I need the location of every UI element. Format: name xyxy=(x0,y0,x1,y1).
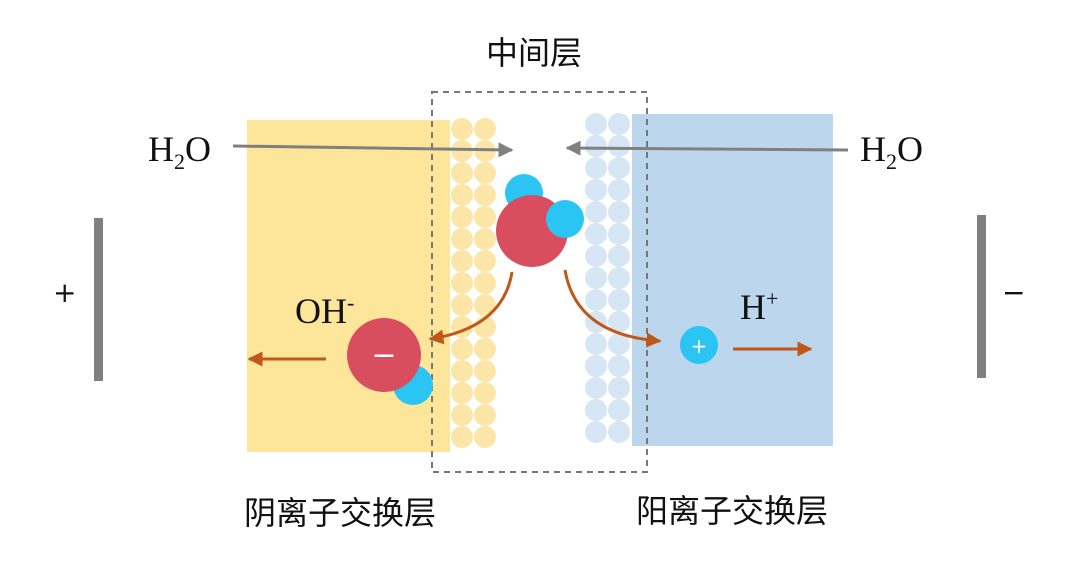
membrane-bead xyxy=(608,377,630,399)
anion-bead-columns xyxy=(451,118,496,448)
membrane-bead xyxy=(585,267,607,289)
membrane-bead xyxy=(608,355,630,377)
proton-charge: + xyxy=(691,334,708,358)
membrane-bead xyxy=(608,333,630,355)
membrane-bead xyxy=(474,382,496,404)
hydroxide-oxygen xyxy=(347,318,421,392)
membrane-bead xyxy=(451,404,473,426)
membrane-bead xyxy=(451,294,473,316)
membrane-bead xyxy=(451,118,473,140)
hydroxide-label: OH- xyxy=(295,290,355,331)
water-right-arrow xyxy=(565,140,849,156)
membrane-bead xyxy=(474,206,496,228)
membrane-bead xyxy=(474,162,496,184)
membrane-bead xyxy=(608,179,630,201)
membrane-bead xyxy=(451,272,473,294)
hydroxide-ion: − xyxy=(347,318,433,405)
hydroxide-charge: − xyxy=(371,338,396,373)
membrane-bead xyxy=(608,157,630,179)
membrane-bead xyxy=(474,184,496,206)
hydroxide-migration-arrow xyxy=(428,271,514,345)
cation-layer-label: 阳离子交换层 xyxy=(636,492,829,530)
water-hydrogen-right xyxy=(546,200,584,238)
membrane-bead xyxy=(608,245,630,267)
anode-electrode xyxy=(94,218,103,381)
membrane-bead xyxy=(585,377,607,399)
membrane-bead xyxy=(585,135,607,157)
membrane-bead xyxy=(585,399,607,421)
water-left-arrow xyxy=(232,142,514,158)
membrane-bead xyxy=(608,421,630,443)
membrane-bead xyxy=(585,421,607,443)
membrane-bead xyxy=(451,426,473,448)
cation-bead-columns xyxy=(585,113,630,443)
membrane-bead xyxy=(451,382,473,404)
membrane-bead xyxy=(451,140,473,162)
membrane-bead xyxy=(474,404,496,426)
membrane-bead xyxy=(474,228,496,250)
membrane-bead xyxy=(608,201,630,223)
membrane-bead xyxy=(585,223,607,245)
cathode-sign: − xyxy=(1002,276,1026,309)
membrane-bead xyxy=(585,113,607,135)
membrane-bead xyxy=(585,201,607,223)
membrane-bead xyxy=(608,267,630,289)
membrane-bead xyxy=(474,118,496,140)
membrane-bead xyxy=(451,184,473,206)
membrane-bead xyxy=(474,294,496,316)
membrane-bead xyxy=(585,355,607,377)
membrane-bead xyxy=(585,157,607,179)
membrane-bead xyxy=(585,179,607,201)
membrane-bead xyxy=(608,311,630,333)
cathode-electrode xyxy=(977,215,986,378)
membrane-bead xyxy=(451,206,473,228)
proton xyxy=(680,326,718,364)
proton-ion: + xyxy=(680,326,718,364)
interlayer-label: 中间层 xyxy=(486,34,583,72)
membrane-bead xyxy=(451,338,473,360)
membrane-bead xyxy=(608,113,630,135)
membrane-bead xyxy=(608,223,630,245)
membrane-bead xyxy=(585,333,607,355)
membrane-bead xyxy=(585,289,607,311)
water-left-label: H2O xyxy=(148,129,211,175)
membrane-bead xyxy=(608,289,630,311)
membrane-bead xyxy=(608,135,630,157)
membrane-bead xyxy=(451,250,473,272)
membrane-bead xyxy=(474,250,496,272)
water-molecule xyxy=(496,174,584,267)
proton-label: H+ xyxy=(740,286,779,327)
membrane-bead xyxy=(608,399,630,421)
membrane-bead xyxy=(474,360,496,382)
membrane-bead xyxy=(474,272,496,294)
membrane-bead xyxy=(451,162,473,184)
membrane-bead xyxy=(474,338,496,360)
anode-sign: + xyxy=(53,276,77,309)
proton-migration-arrow xyxy=(563,269,662,348)
anion-layer-label: 阴离子交换层 xyxy=(244,494,437,532)
cation-exchange-layer-block xyxy=(632,114,833,446)
water-right-label: H2O xyxy=(860,129,923,175)
membrane-bead xyxy=(451,228,473,250)
membrane-bead xyxy=(585,245,607,267)
membrane-bead xyxy=(451,360,473,382)
membrane-bead xyxy=(474,426,496,448)
